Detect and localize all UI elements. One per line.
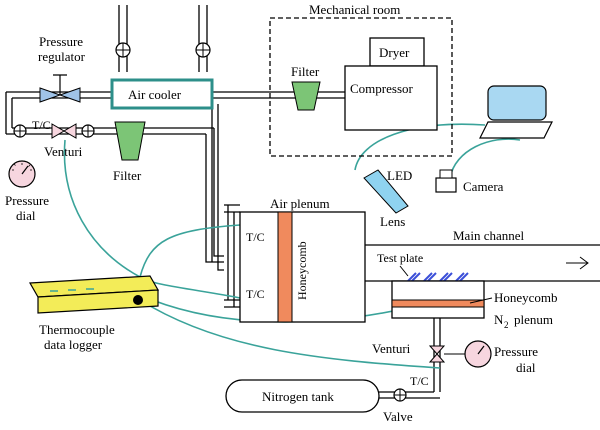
tc-top-label: T/C xyxy=(32,118,51,132)
logger-icon xyxy=(28,275,160,314)
tc-plenum-bottom-label: T/C xyxy=(246,287,265,301)
mechanical-room-label: Mechanical room xyxy=(309,2,400,17)
air-cooler-box xyxy=(110,78,214,110)
compressor-label: Compressor xyxy=(350,81,414,96)
tc-plenum-top-label: T/C xyxy=(246,230,265,244)
laptop-icon xyxy=(479,85,553,139)
pressure-regulator-label-2: regulator xyxy=(38,49,86,64)
air-plenum-label: Air plenum xyxy=(270,196,330,211)
air-cooler-label: Air cooler xyxy=(128,87,182,102)
filter-top-label: Filter xyxy=(291,64,320,79)
pressure-dial-label-2: dial xyxy=(16,208,36,223)
tc-bottom-label: T/C xyxy=(410,374,429,388)
honeycomb-leader xyxy=(469,297,493,304)
air-plenum-box xyxy=(239,211,366,323)
filter-top-icon xyxy=(291,81,321,111)
camera-icon xyxy=(435,169,457,193)
logger-label-2: data logger xyxy=(44,337,103,352)
venturi-bottom-label: Venturi xyxy=(372,341,411,356)
dryer-box xyxy=(369,37,425,67)
flow-arrow-icon xyxy=(566,256,589,270)
pressure-dial-bottom-label-2: dial xyxy=(516,360,536,375)
honeycomb-vertical-label: Honeycomb xyxy=(295,241,309,300)
valve-icon xyxy=(115,42,131,58)
valve-label: Valve xyxy=(383,409,413,424)
lens-label: Lens xyxy=(380,214,405,229)
led-label: LED xyxy=(387,168,412,183)
valve-icon xyxy=(81,124,95,138)
n2-sub: 2 xyxy=(504,320,509,330)
honeycomb-horizontal xyxy=(391,299,485,308)
cooling-jets xyxy=(407,272,469,282)
nitrogen-tank-label: Nitrogen tank xyxy=(262,389,334,404)
pressure-regulator-label-1: Pressure xyxy=(39,34,83,49)
honeycomb-vertical xyxy=(277,211,293,323)
valve-icon xyxy=(195,42,211,58)
compressor-box xyxy=(344,65,438,131)
test-plate-label: Test plate xyxy=(377,251,423,265)
honeycomb-horizontal-label: Honeycomb xyxy=(494,290,558,305)
test-plate-leader xyxy=(399,265,409,277)
camera-label: Camera xyxy=(463,179,504,194)
dryer-label: Dryer xyxy=(379,45,410,60)
main-channel-label: Main channel xyxy=(453,228,525,243)
nitrogen-tank xyxy=(225,379,380,413)
n2-plenum-label: plenum xyxy=(514,312,553,327)
pressure-dial-icon xyxy=(8,160,36,188)
filter-mid-icon xyxy=(114,121,146,161)
pressure-dial-icon xyxy=(444,340,492,368)
venturi-top-label: Venturi xyxy=(44,144,83,159)
valve-icon xyxy=(13,124,27,138)
pressure-dial-label-1: Pressure xyxy=(5,193,49,208)
venturi-icon xyxy=(428,345,446,363)
regulator-icon xyxy=(39,74,81,103)
piping xyxy=(5,5,441,399)
pressure-dial-bottom-label-1: Pressure xyxy=(494,344,538,359)
logger-label-1: Thermocouple xyxy=(39,322,115,337)
led-icon xyxy=(363,169,409,214)
filter-mid-label: Filter xyxy=(113,168,142,183)
mechanical-room-boundary xyxy=(269,17,453,157)
valve-icon xyxy=(393,388,407,402)
venturi-icon xyxy=(51,123,77,139)
n2-letter: N xyxy=(494,312,504,327)
